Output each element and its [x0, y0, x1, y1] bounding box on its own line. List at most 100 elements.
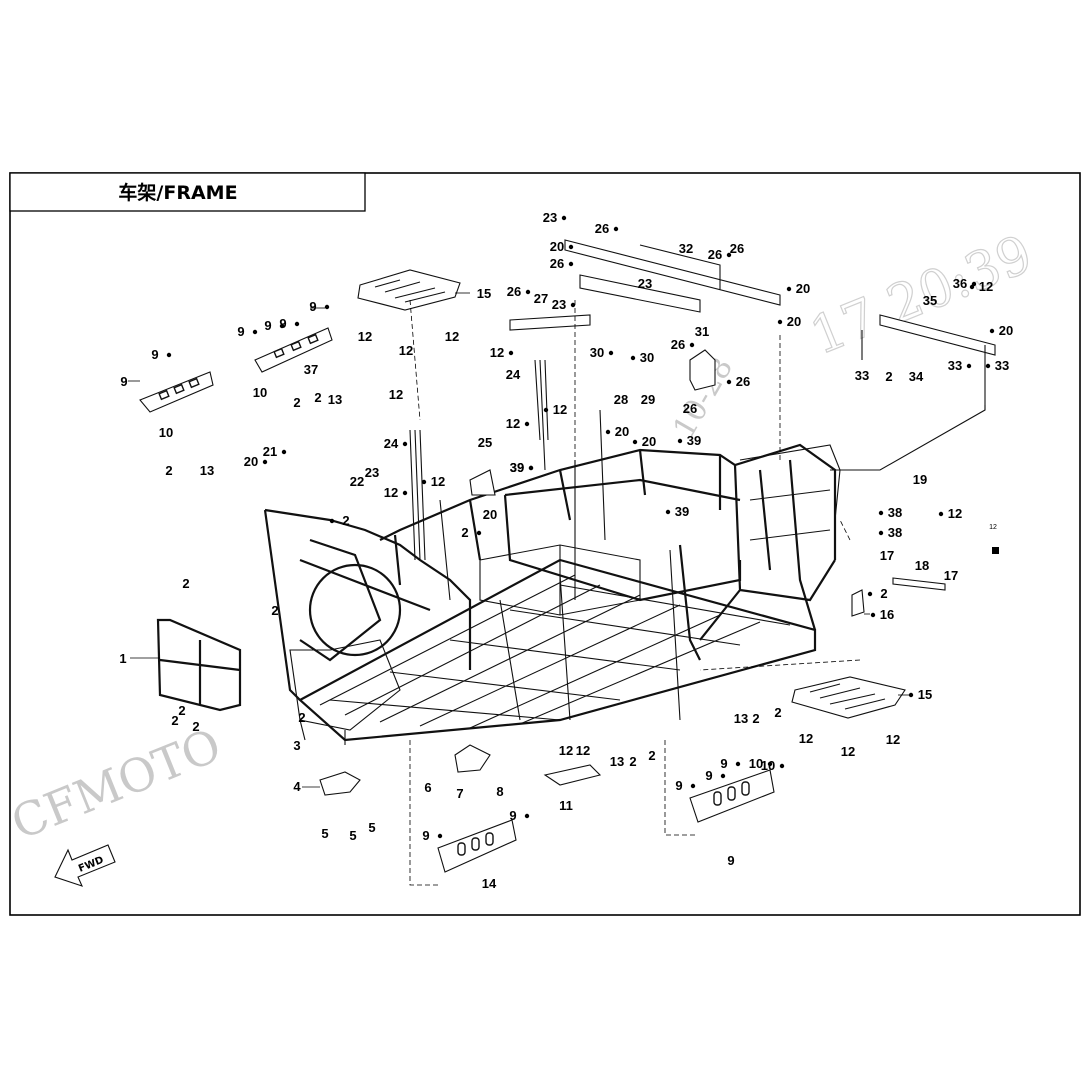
callout-12: 12 — [490, 345, 504, 360]
bracket-27 — [509, 314, 591, 331]
callout-20: 20 — [796, 281, 810, 296]
callout-7: 7 — [456, 786, 463, 801]
callout-26: 26 — [736, 374, 750, 389]
callout-19: 19 — [913, 472, 927, 487]
callout-6: 6 — [424, 780, 431, 795]
callout-30: 30 — [590, 345, 604, 360]
callout-20: 20 — [483, 507, 497, 522]
callout-anchor-dot — [543, 407, 549, 413]
callout-12: 12 — [841, 744, 855, 759]
callout-12: 12 — [431, 474, 445, 489]
callout-2: 2 — [314, 390, 321, 405]
bracket-25 — [469, 469, 496, 496]
front-bumper — [156, 618, 242, 712]
callout-33: 33 — [948, 358, 962, 373]
callout-38: 38 — [888, 525, 902, 540]
callout-9: 9 — [151, 347, 158, 362]
step-panel-bottom-left — [437, 819, 517, 873]
callout-5: 5 — [349, 828, 356, 843]
callout-23: 23 — [638, 276, 652, 291]
callout-12: 12 — [799, 731, 813, 746]
bracket-31 — [689, 349, 716, 391]
callout-anchor-dot — [524, 813, 530, 819]
callout-anchor-dot — [989, 328, 995, 334]
callout-17: 17 — [880, 548, 894, 563]
callout-anchor-dot — [525, 289, 531, 295]
rear-frame — [678, 459, 836, 661]
callout-anchor-dot — [568, 244, 574, 250]
step-panel-upper-left — [139, 371, 214, 413]
callout-39: 39 — [510, 460, 524, 475]
callout-34: 34 — [909, 369, 924, 384]
callout-12: 12 — [979, 279, 993, 294]
callout-26: 26 — [550, 256, 564, 271]
callout-2: 2 — [885, 369, 892, 384]
title-box — [9, 172, 366, 212]
callout-2: 2 — [178, 703, 185, 718]
callout-anchor-dot — [508, 350, 514, 356]
callout-anchor-dot — [720, 773, 726, 779]
callout-anchor-dot — [613, 226, 619, 232]
callout-anchor-dot — [726, 252, 732, 258]
callout-12: 12 — [445, 329, 459, 344]
callout-anchor-dot — [665, 509, 671, 515]
step-bracket-11 — [543, 764, 602, 786]
callout-9: 9 — [509, 808, 516, 823]
callout-12: 12 — [553, 402, 567, 417]
fwd-indicator: FWD — [54, 844, 116, 887]
callout-9: 9 — [422, 828, 429, 843]
callout-9: 9 — [237, 324, 244, 339]
callout-37: 37 — [304, 362, 318, 377]
callout-13: 13 — [200, 463, 214, 478]
callout-26: 26 — [730, 241, 744, 256]
callout-30: 30 — [640, 350, 654, 365]
callout-anchor-dot — [281, 449, 287, 455]
callout-9: 9 — [120, 374, 127, 389]
callout-16: 16 — [880, 607, 894, 622]
callout-3: 3 — [293, 738, 300, 753]
callout-20: 20 — [787, 314, 801, 329]
page-title: 车架/FRAME — [118, 181, 237, 204]
callout-anchor-dot — [294, 321, 300, 327]
callout-anchor-dot — [767, 761, 773, 767]
callout-2: 2 — [293, 395, 300, 410]
rear-crossmember — [739, 444, 841, 541]
callout-2: 2 — [165, 463, 172, 478]
callout-anchor-dot — [437, 833, 443, 839]
callout-2: 2 — [342, 513, 349, 528]
callout-26: 26 — [683, 401, 697, 416]
callout-anchor-dot — [867, 591, 873, 597]
callout-33: 33 — [995, 358, 1009, 373]
callout-39: 39 — [687, 433, 701, 448]
tube-24-upper — [534, 359, 549, 441]
callout-9: 9 — [720, 756, 727, 771]
callout-5: 5 — [368, 820, 375, 835]
callout-2: 2 — [774, 705, 781, 720]
callout-12: 12 — [399, 343, 413, 358]
callout-anchor-dot — [421, 479, 427, 485]
callout-28: 28 — [614, 392, 628, 407]
callout-anchor-dot — [528, 465, 534, 471]
callout-26: 26 — [671, 337, 685, 352]
callout-10: 10 — [253, 385, 267, 400]
callout-2: 2 — [298, 710, 305, 725]
callout-18: 18 — [915, 558, 929, 573]
callout-anchor-dot — [568, 261, 574, 267]
callout-2: 2 — [752, 711, 759, 726]
watermark-brand: CFMOTO — [4, 718, 229, 851]
callout-2: 2 — [648, 748, 655, 763]
callout-anchor-dot — [878, 530, 884, 536]
floor-panel-upper-holes — [374, 279, 446, 303]
callout-anchor-dot — [985, 363, 991, 369]
callout-2: 2 — [182, 576, 189, 591]
callout-anchor-dot — [689, 342, 695, 348]
assembly-lines — [409, 299, 986, 886]
callout-anchor-dot — [476, 530, 482, 536]
callout-1: 1 — [119, 651, 126, 666]
callout-2: 2 — [629, 754, 636, 769]
callout-12: 12 — [559, 743, 573, 758]
callout-anchor-dot — [630, 355, 636, 361]
callout-4: 4 — [293, 779, 301, 794]
callout-33: 33 — [855, 368, 869, 383]
callout-23: 23 — [365, 465, 379, 480]
